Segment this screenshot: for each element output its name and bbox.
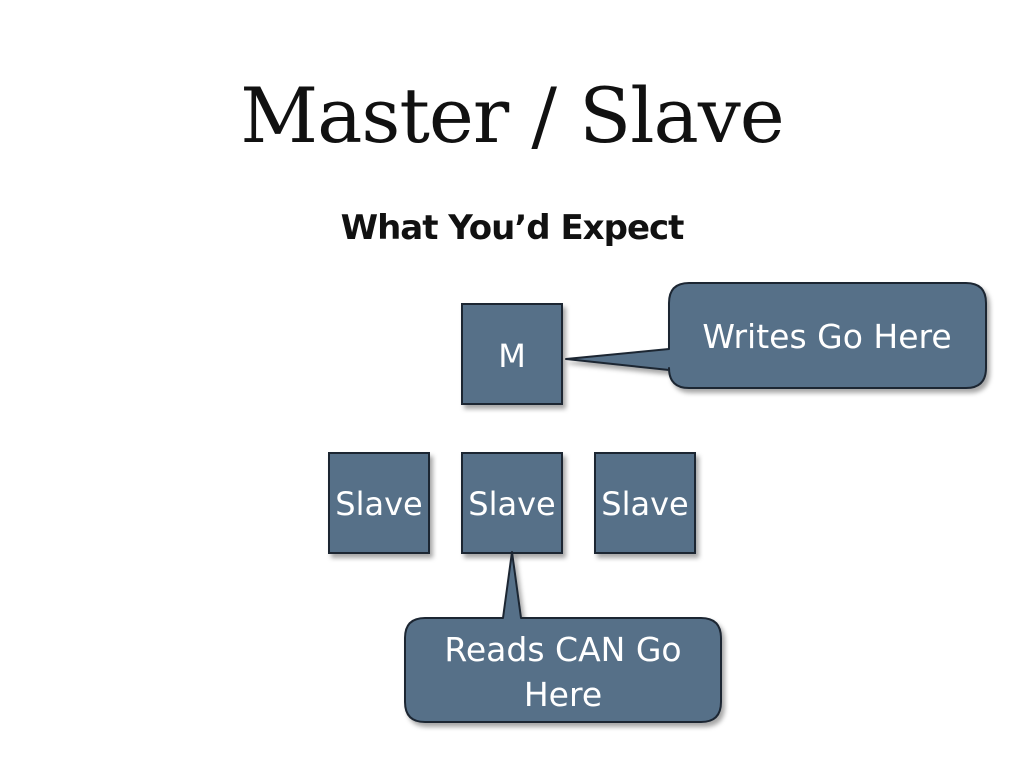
master-node-label: M bbox=[498, 337, 526, 375]
slave-node-middle: Slave bbox=[461, 452, 563, 554]
slave-node-left-label: Slave bbox=[335, 485, 422, 523]
reads-callout-text-line2: Here bbox=[524, 675, 602, 714]
slave-node-right-label: Slave bbox=[601, 485, 688, 523]
slide-subtitle: What You’d Expect bbox=[340, 208, 685, 248]
reads-callout-text-line1: Reads CAN Go bbox=[444, 630, 681, 669]
slave-node-left: Slave bbox=[328, 452, 430, 554]
writes-callout: Writes Go Here bbox=[565, 282, 987, 389]
writes-callout-text: Writes Go Here bbox=[702, 317, 951, 356]
slave-node-right: Slave bbox=[594, 452, 696, 554]
slave-node-middle-label: Slave bbox=[468, 485, 555, 523]
slide-title: Master / Slave bbox=[240, 71, 785, 160]
master-node: M bbox=[461, 303, 563, 405]
reads-callout: Reads CAN Go Here bbox=[404, 551, 722, 723]
